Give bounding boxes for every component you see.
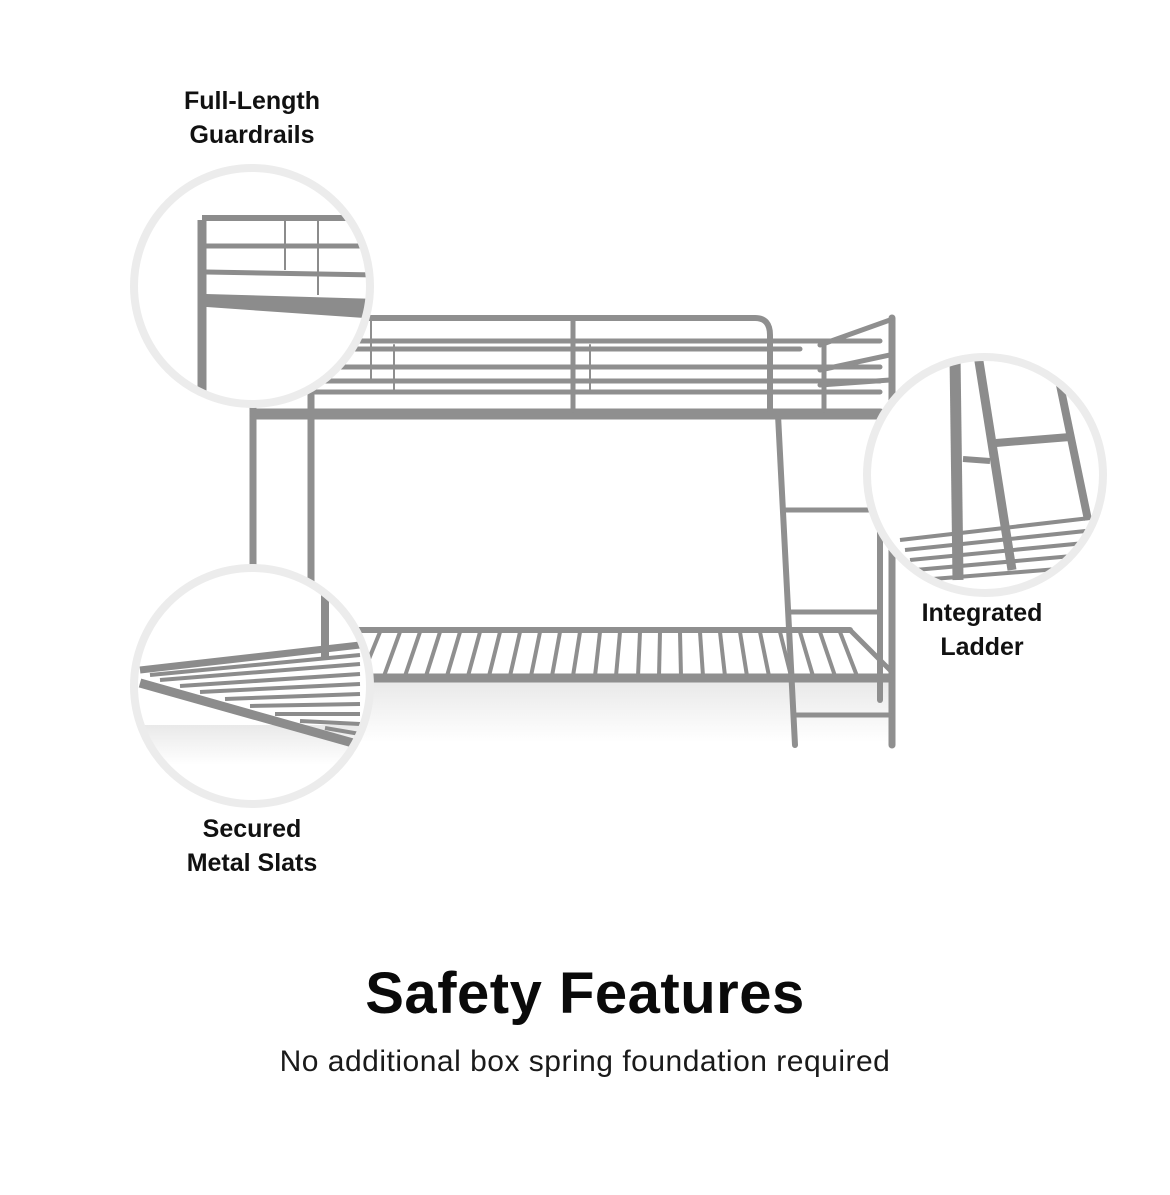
- callout-guardrails-image: [130, 164, 374, 408]
- callout-ladder-line2: Ladder: [940, 633, 1024, 661]
- bottom-slats: [340, 631, 859, 677]
- callout-ladder-line1: Integrated: [921, 599, 1043, 627]
- callout-slats-image: [130, 564, 374, 808]
- callout-guardrails-line2: Guardrails: [189, 121, 315, 149]
- floor-shadow: [300, 682, 890, 742]
- callout-guardrails-label: Full-Length Guardrails: [152, 84, 352, 152]
- page-subtitle: No additional box spring foundation requ…: [279, 1045, 891, 1078]
- bunk-bed-frame: [249, 314, 896, 749]
- callout-slats-line1: Secured: [202, 815, 302, 843]
- page-title: Safety Features: [365, 961, 805, 1026]
- callout-ladder-image: [863, 353, 1107, 597]
- callout-guardrails-line1: Full-Length: [183, 87, 321, 115]
- callout-slats-label: Secured Metal Slats: [152, 812, 352, 880]
- callout-ladder-label: Integrated Ladder: [882, 596, 1082, 664]
- callout-slats-line2: Metal Slats: [186, 849, 318, 877]
